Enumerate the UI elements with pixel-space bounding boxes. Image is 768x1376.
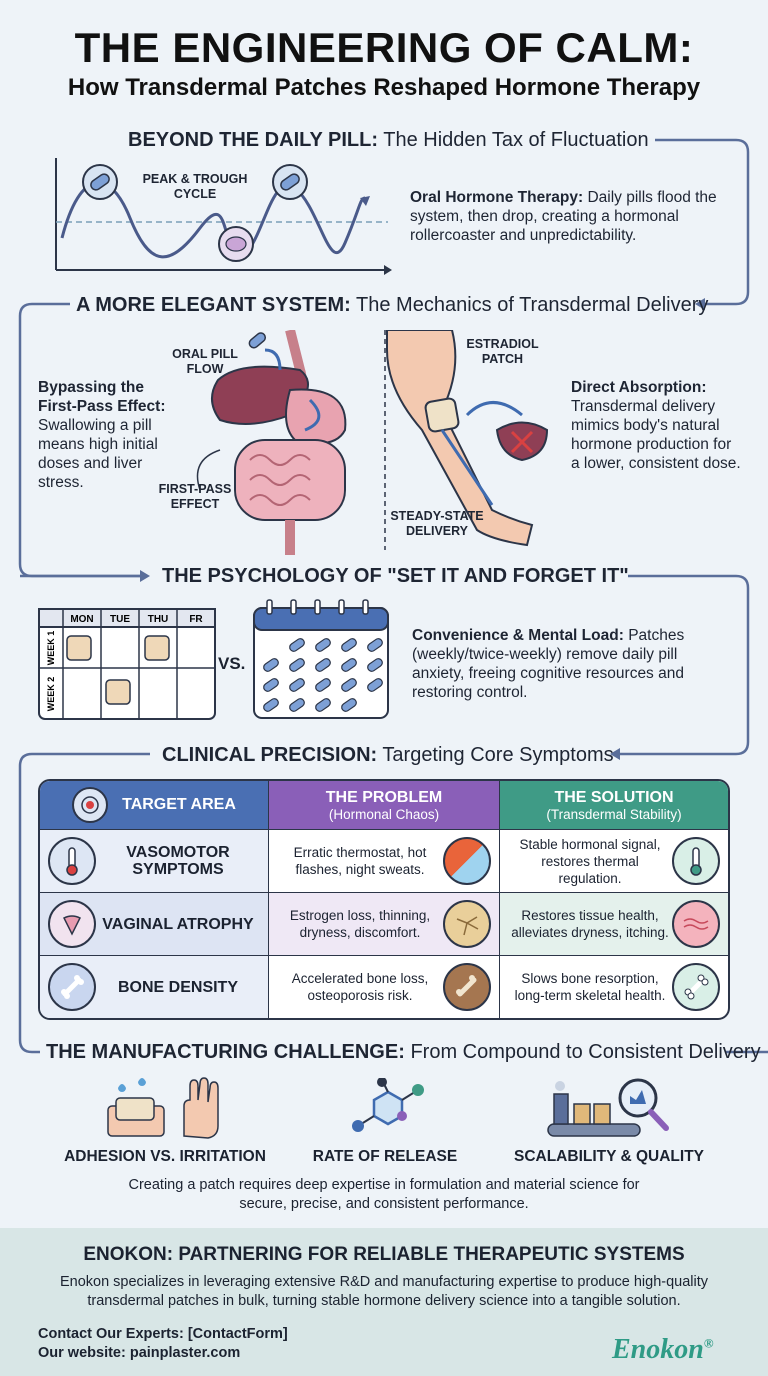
thermometer-icon xyxy=(48,837,96,885)
pill-icon xyxy=(289,678,305,692)
pill-icon xyxy=(289,638,305,652)
target-name: BONE DENSITY xyxy=(117,978,238,996)
digestive-system-illustration xyxy=(196,330,347,555)
chart-label: PEAK & TROUGH CYCLE xyxy=(142,172,248,201)
direct-absorption-description: Direct Absorption:Transdermal delivery m… xyxy=(571,379,741,472)
pill-icon xyxy=(315,698,331,712)
page-title: THE ENGINEERING OF CALM: xyxy=(74,24,694,71)
problem-text: Accelerated bone loss, osteoporosis risk… xyxy=(291,971,429,1003)
factory-quality-icon xyxy=(547,1078,669,1137)
pill-icon xyxy=(341,678,357,692)
footer-panel xyxy=(0,1228,768,1376)
pill-icon xyxy=(315,678,331,692)
patch-calendar: MON TUE THU FR WEEK 1 WEEK 2 xyxy=(38,608,216,720)
table-header-solution: THE SOLUTION(Transdermal Stability) xyxy=(500,781,728,829)
estradiol-patch-label: ESTRADIOL PATCH xyxy=(466,337,539,366)
target-name: VAGINAL ATROPHY xyxy=(102,915,254,933)
steady-state-label: STEADY-STATE DELIVERY xyxy=(390,509,484,538)
week-label: WEEK 2 xyxy=(46,677,56,712)
solution-text: Stable hormonal signal, restores thermal… xyxy=(519,836,661,886)
molecule-icon xyxy=(352,1078,424,1132)
section5-heading: THE MANUFACTURING CHALLENGE: From Compou… xyxy=(46,1041,761,1063)
bone-icon xyxy=(672,963,720,1011)
page-subtitle: How Transdermal Patches Reshaped Hormone… xyxy=(67,74,701,101)
day-label: MON xyxy=(70,614,93,625)
day-label: THU xyxy=(148,614,169,625)
uterus-icon xyxy=(48,900,96,948)
pill-icon xyxy=(248,332,267,349)
pill-icon xyxy=(263,678,279,692)
brain-icon xyxy=(218,226,254,262)
pill-icon xyxy=(341,698,357,712)
pill-icon xyxy=(263,658,279,672)
contact-link[interactable]: Contact Our Experts: [ContactForm] xyxy=(38,1326,288,1342)
pill-icon xyxy=(315,638,331,652)
pill-grid xyxy=(263,638,383,712)
enokon-logo: Enokon® xyxy=(612,1334,714,1365)
hot-cold-icon xyxy=(443,837,491,885)
pill-icon xyxy=(289,698,305,712)
table-header-target: TARGET AREA xyxy=(40,781,269,829)
vs-label: VS. xyxy=(218,654,246,673)
footer-heading: ENOKON: PARTNERING FOR RELIABLE THERAPEU… xyxy=(83,1244,685,1265)
pill-icon xyxy=(367,638,383,652)
oral-pill-flow-label: ORAL PILL FLOW xyxy=(172,347,238,376)
challenge-label: ADHESION VS. IRRITATION xyxy=(64,1148,266,1165)
pill-icon xyxy=(315,658,331,672)
section2-heading: A MORE ELEGANT SYSTEM: The Mechanics of … xyxy=(76,294,709,316)
challenge-label: RATE OF RELEASE xyxy=(312,1148,458,1165)
pill-icon xyxy=(341,638,357,652)
patch-icon xyxy=(144,635,170,661)
target-icon xyxy=(72,787,109,823)
section1-heading: BEYOND THE DAILY PILL: The Hidden Tax of… xyxy=(128,129,649,151)
table-header-problem: THE PROBLEM(Hormonal Chaos) xyxy=(269,781,500,829)
day-label: FR xyxy=(189,614,203,625)
section4-heading: CLINICAL PRECISION: Targeting Core Sympt… xyxy=(162,744,614,766)
patch-icon xyxy=(66,635,92,661)
problem-text: Erratic thermostat, hot flashes, night s… xyxy=(293,845,427,877)
section3-heading: THE PSYCHOLOGY OF "SET IT AND FORGET IT" xyxy=(162,565,629,587)
thermometer-icon xyxy=(672,837,720,885)
target-name: VASOMOTOR SYMPTOMS xyxy=(126,844,230,878)
adhesion-icon xyxy=(107,1077,219,1139)
pill-icon xyxy=(289,658,305,672)
table-row: VAGINAL ATROPHY Estrogen loss, thinning,… xyxy=(40,892,728,955)
pill-icon xyxy=(82,164,118,200)
pill-icon xyxy=(341,658,357,672)
pill-icon xyxy=(367,658,383,672)
solution-text: Slows bone resorption, long-term skeleta… xyxy=(514,971,666,1003)
problem-text: Estrogen loss, thinning, dryness, discom… xyxy=(289,908,431,940)
table-row: VASOMOTOR SYMPTOMS Erratic thermostat, h… xyxy=(40,829,728,892)
week-label: WEEK 1 xyxy=(46,631,56,666)
first-pass-label: FIRST-PASS EFFECT xyxy=(158,482,232,511)
tissue-icon xyxy=(672,900,720,948)
cracked-surface-icon xyxy=(443,900,491,948)
patch-icon xyxy=(424,397,460,433)
challenge-label: SCALABILITY & QUALITY xyxy=(513,1148,705,1165)
pill-calendar xyxy=(253,599,389,719)
clinical-table: TARGET AREA THE PROBLEM(Hormonal Chaos) … xyxy=(38,779,730,1020)
peak-trough-chart xyxy=(55,158,392,275)
pill-icon xyxy=(272,164,308,200)
patch-icon xyxy=(105,679,131,705)
website-link[interactable]: Our website: painplaster.com xyxy=(38,1345,241,1361)
section1-description: Oral Hormone Therapy: Daily pills flood … xyxy=(410,189,717,244)
pill-icon xyxy=(367,678,383,692)
table-row: BONE DENSITY Accelerated bone loss, oste… xyxy=(40,955,728,1018)
footer-description: Enokon specializes in leveraging extensi… xyxy=(59,1274,709,1309)
first-pass-description: Bypassing the First-Pass Effect:Swallowi… xyxy=(38,379,166,491)
arm-illustration xyxy=(384,330,549,550)
section5-description: Creating a patch requires deep expertise… xyxy=(128,1177,640,1212)
solution-text: Restores tissue health, alleviates dryne… xyxy=(511,908,669,940)
damaged-bone-icon xyxy=(443,963,491,1011)
day-label: TUE xyxy=(110,614,130,625)
bone-icon xyxy=(48,963,96,1011)
section3-description: Convenience & Mental Load: Patches (week… xyxy=(412,627,685,701)
pill-icon xyxy=(263,698,279,712)
